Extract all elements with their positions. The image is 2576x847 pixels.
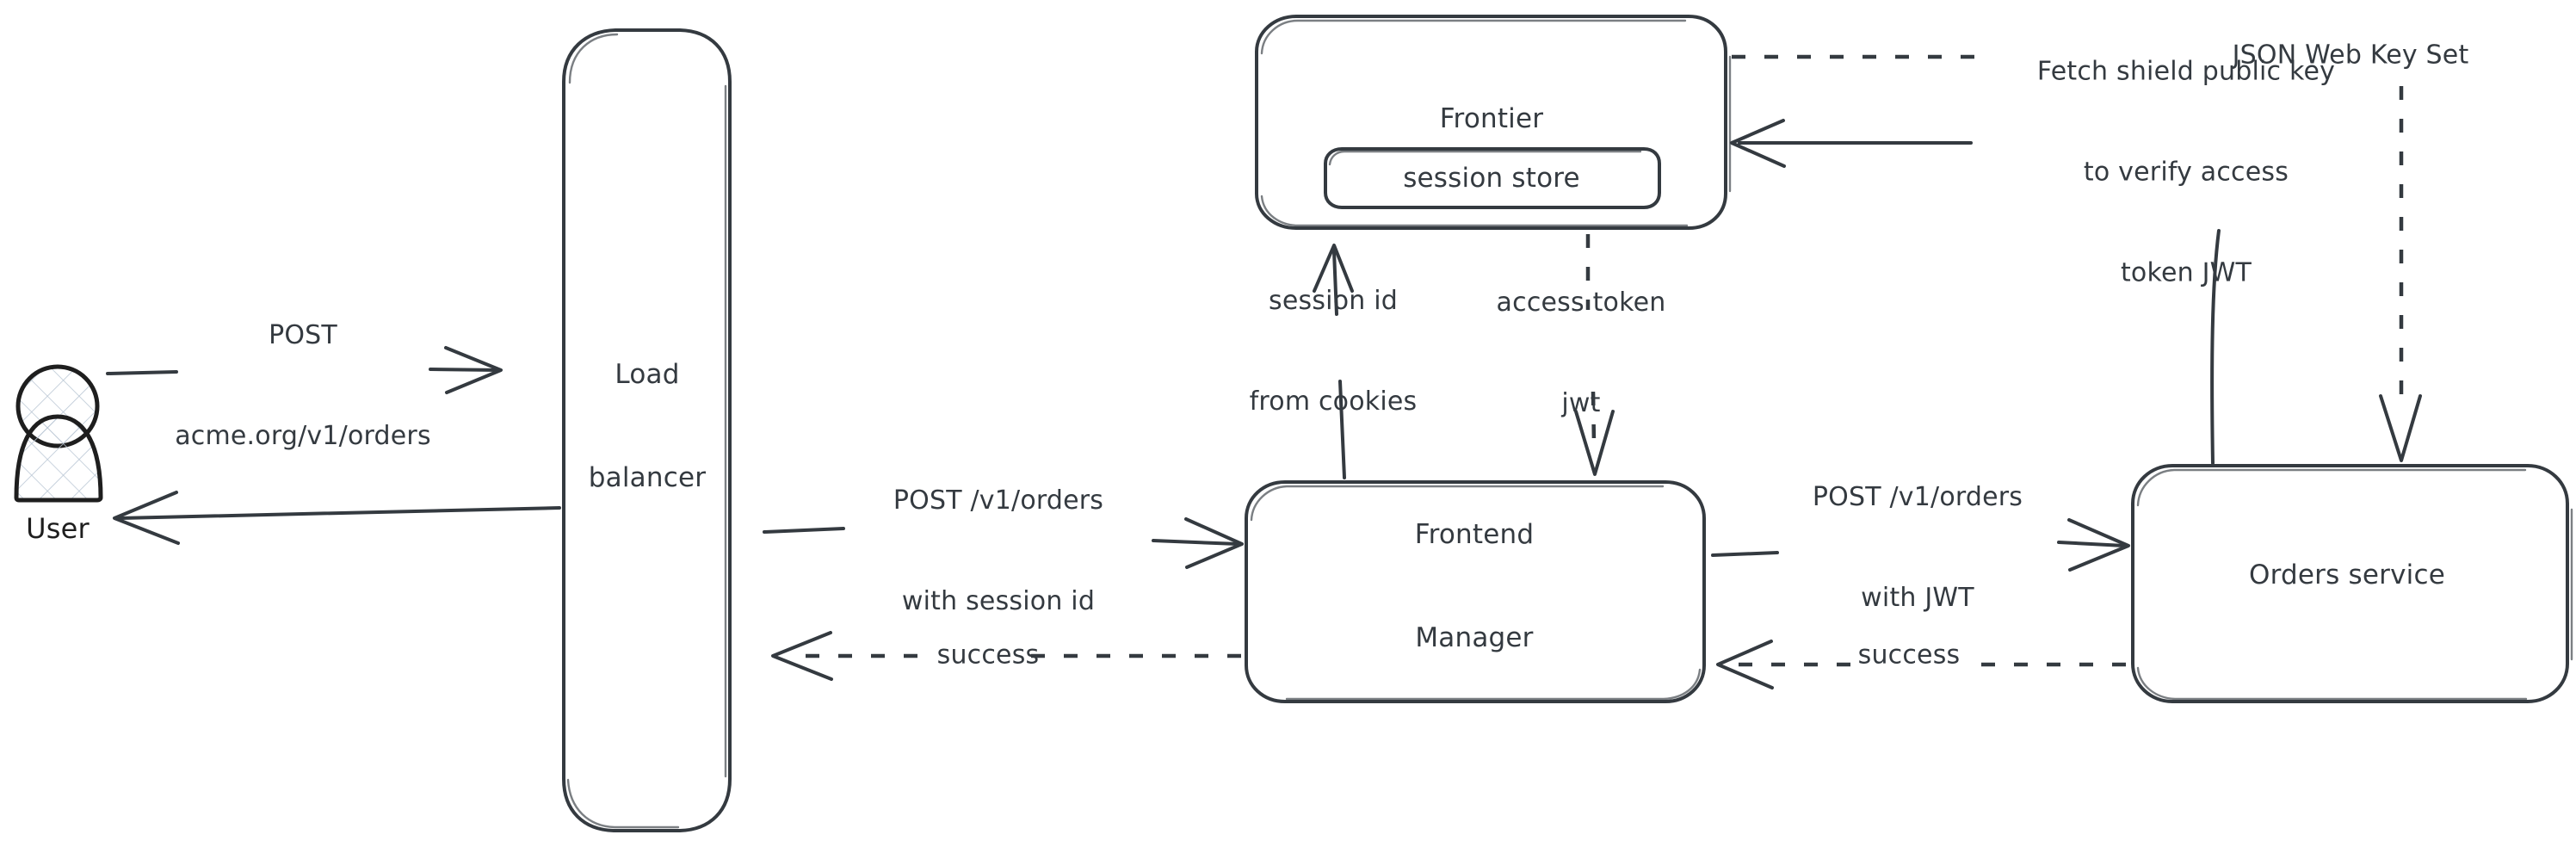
- node-session-store[interactable]: [1324, 147, 1661, 209]
- edge-frontend-manager-to-load-balancer-success: [771, 631, 1241, 681]
- edge-orders-service-to-frontend-manager-success: [1716, 640, 2126, 689]
- node-frontend-manager[interactable]: [1245, 480, 1706, 703]
- edge-load-balancer-to-user: [113, 491, 561, 545]
- edge-load-balancer-to-frontend-manager: [763, 517, 1244, 569]
- edge-frontend-manager-to-orders-service: [1711, 518, 2130, 572]
- edge-user-to-load-balancer: [106, 346, 503, 394]
- edge-frontend-manager-to-frontier: [1313, 244, 1354, 479]
- edge-frontier-to-frontend-manager: [1574, 234, 1615, 476]
- edge-frontier-to-orders-service-jwks: [1732, 54, 2422, 462]
- node-orders-service[interactable]: [2131, 464, 2573, 703]
- person-icon: [14, 364, 103, 503]
- edge-orders-service-to-frontier-fetch-key: [1730, 119, 2221, 465]
- node-load-balancer[interactable]: [562, 28, 732, 832]
